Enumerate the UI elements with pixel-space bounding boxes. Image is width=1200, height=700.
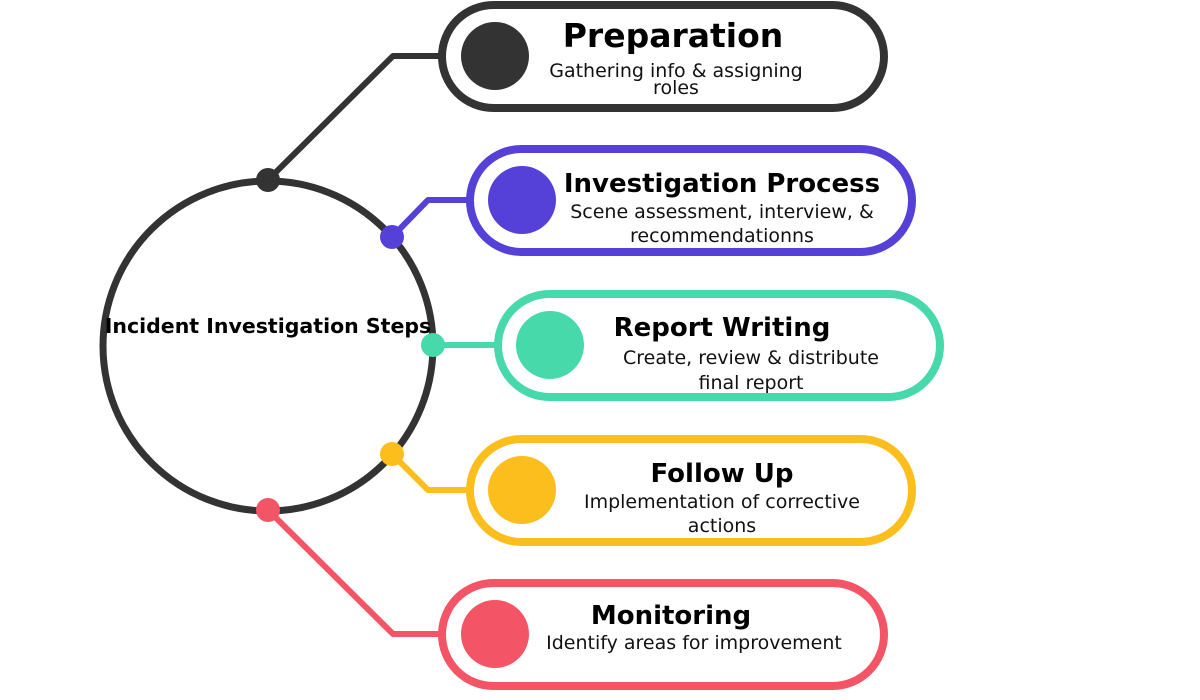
- step-investigation-process: Investigation Process Scene assessment, …: [380, 145, 916, 256]
- step-follow-up: Follow Up Implementation of corrective a…: [380, 435, 916, 546]
- connector-line: [389, 197, 470, 240]
- step-card: [438, 1, 888, 112]
- step-title: Investigation Process: [564, 169, 880, 199]
- step-report-writing: Report Writing Create, review & distribu…: [421, 290, 944, 401]
- connector-dot: [421, 333, 445, 357]
- step-title: Monitoring: [591, 601, 751, 631]
- step-description-line-1: Create, review & distribute: [623, 347, 879, 369]
- connector-dot: [256, 498, 280, 522]
- step-bullet: [488, 456, 556, 524]
- connector-dot: [380, 442, 404, 466]
- step-description-line-1: Scene assessment, interview, &: [570, 201, 874, 223]
- step-title: Preparation: [563, 16, 784, 55]
- connector-line: [265, 507, 443, 637]
- connector-line: [265, 53, 443, 183]
- step-bullet: [461, 600, 529, 668]
- step-card: [466, 145, 916, 256]
- step-bullet: [461, 22, 529, 90]
- step-card: [466, 435, 916, 546]
- step-card: [494, 290, 944, 401]
- connector-dot: [380, 225, 404, 249]
- step-description-line-1: Implementation of corrective: [584, 491, 860, 513]
- step-preparation: Preparation Gathering info & assigning r…: [256, 1, 888, 192]
- step-monitoring: Monitoring Identify areas for improvemen…: [256, 498, 888, 690]
- step-description-line-2: recommendationns: [630, 225, 814, 247]
- center-label: Incident Investigation Steps: [105, 314, 432, 338]
- connector-dot: [256, 168, 280, 192]
- step-title: Follow Up: [650, 459, 793, 489]
- step-title: Report Writing: [614, 313, 831, 343]
- step-card: [438, 579, 888, 690]
- step-description-line-1: Gathering info & assigning: [549, 60, 803, 82]
- connector-line: [389, 451, 470, 493]
- step-description-line-2: roles: [653, 77, 699, 99]
- step-description-line-2: final report: [698, 372, 803, 394]
- step-bullet: [516, 311, 584, 379]
- step-description-line-2: actions: [688, 515, 756, 537]
- step-description-line-1: Identify areas for improvement: [546, 632, 842, 654]
- step-bullet: [488, 166, 556, 234]
